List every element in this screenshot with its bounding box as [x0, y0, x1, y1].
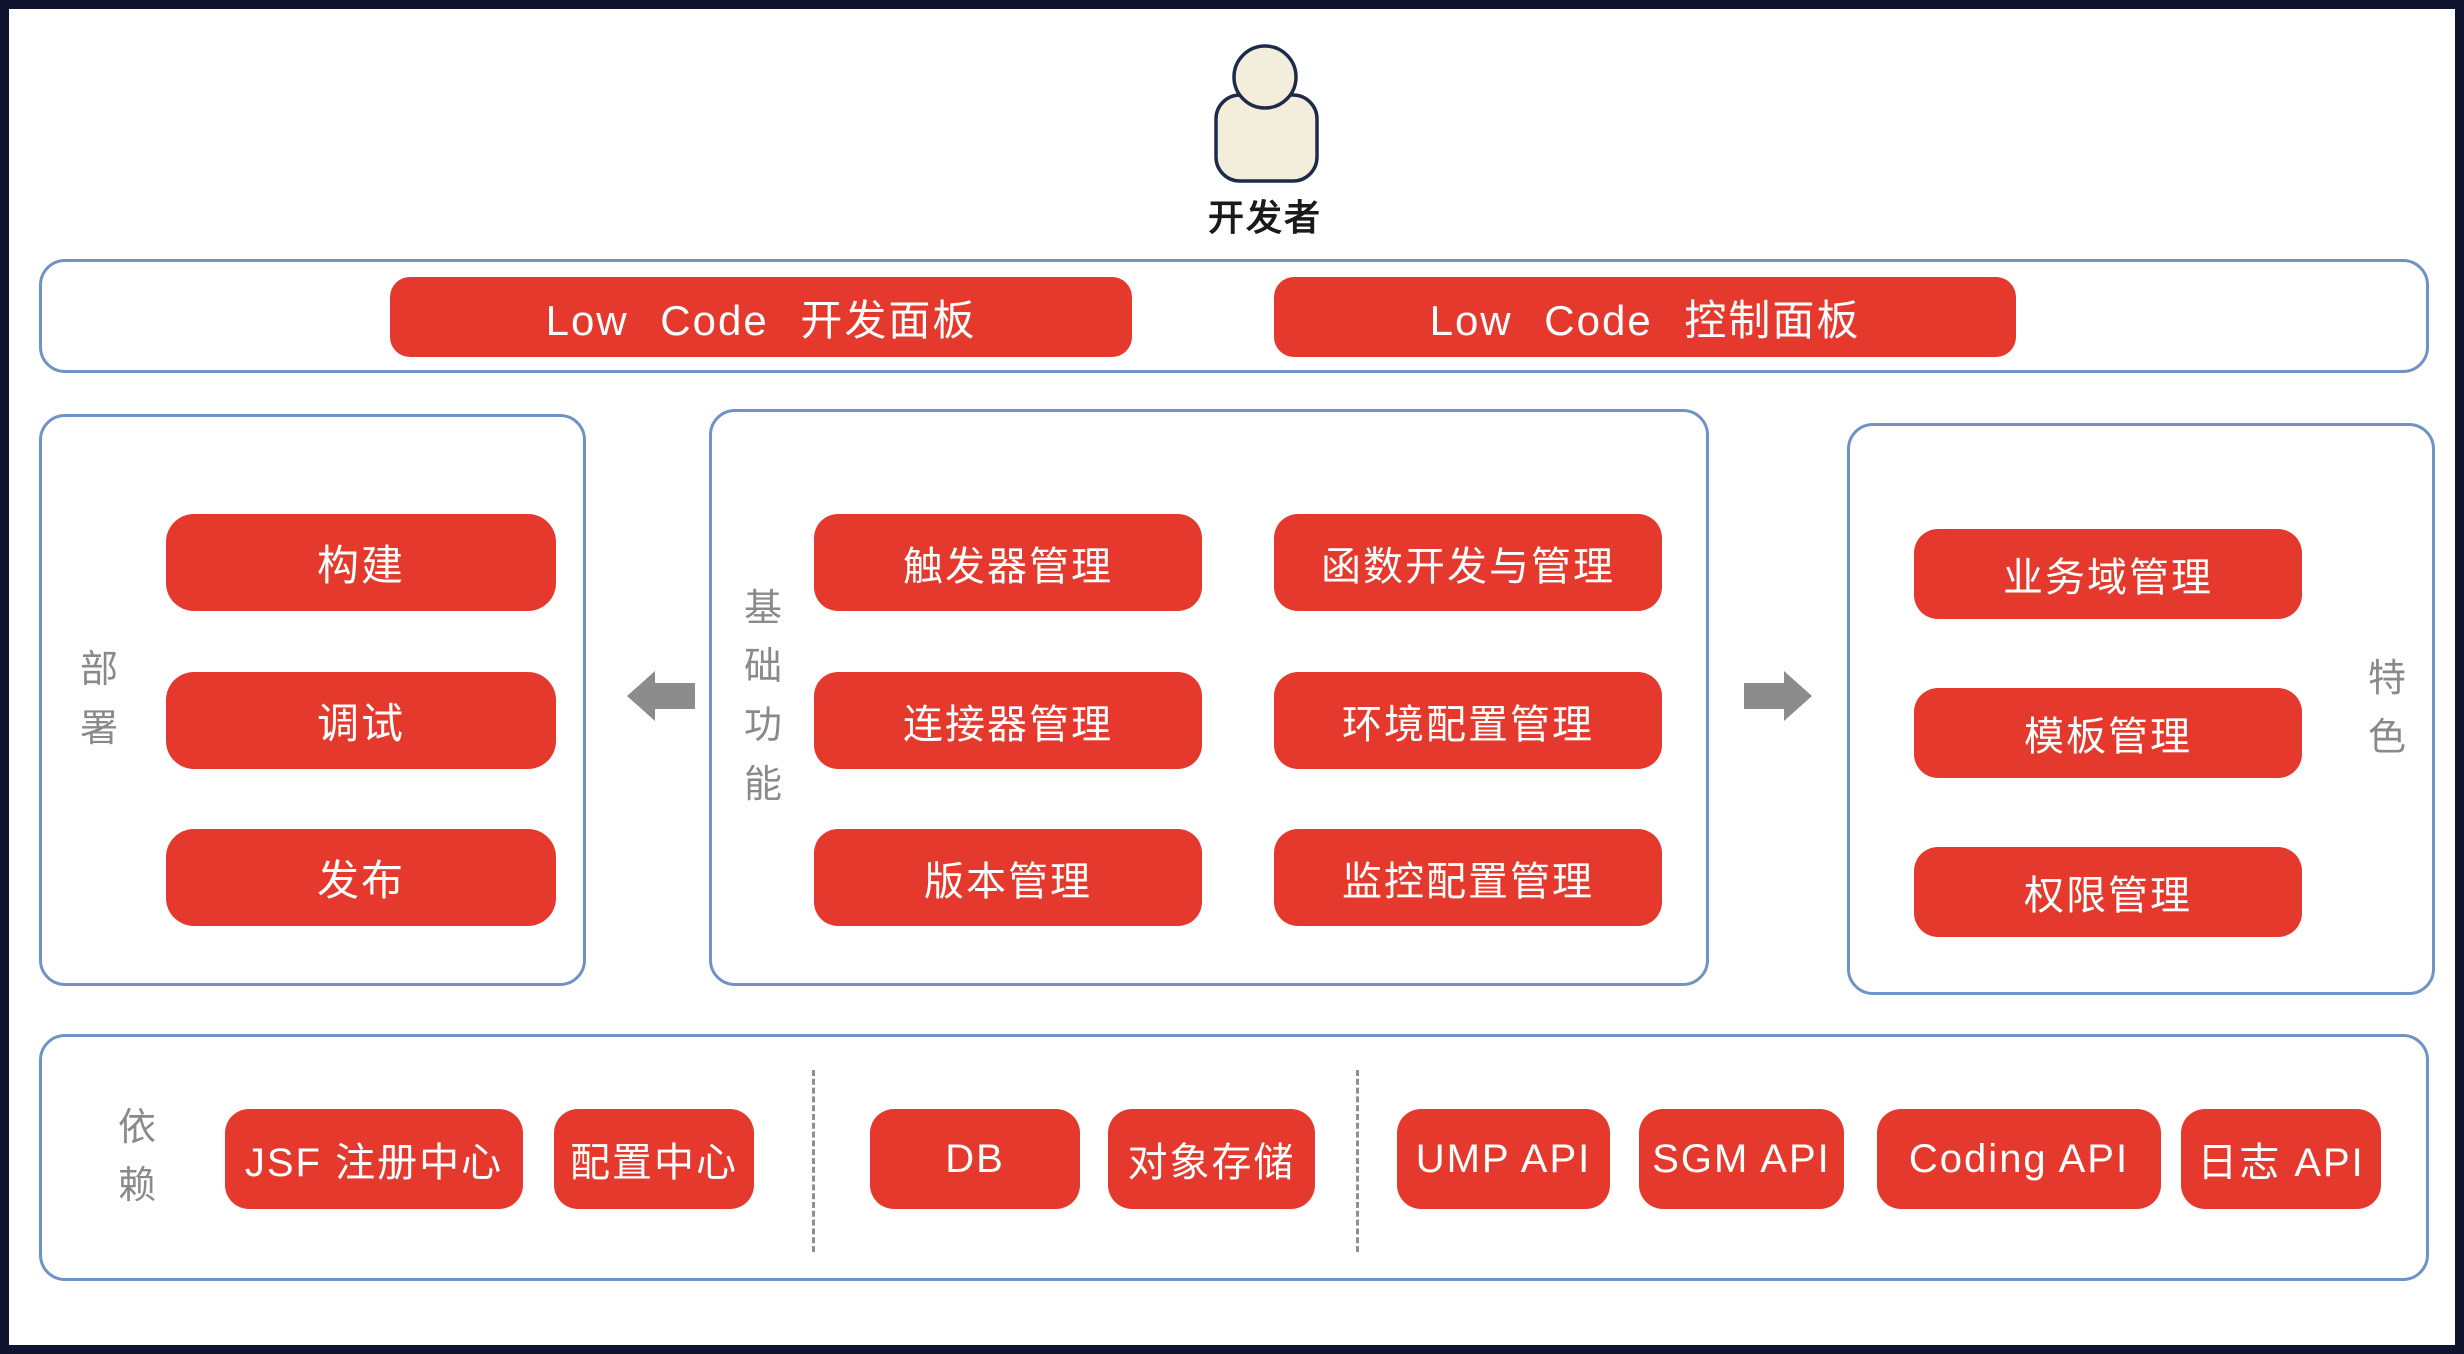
debug-block: 调试	[166, 672, 556, 769]
actor-label: 开发者	[1207, 197, 1322, 238]
dependencies-panel: 依赖 JSF 注册中心 配置中心 DB 对象存储 UMP API SGM API…	[39, 1034, 2429, 1281]
trigger-mgmt-block: 触发器管理	[814, 514, 1202, 611]
coding-api-block: Coding API	[1877, 1109, 2161, 1209]
function-dev-mgmt-block: 函数开发与管理	[1274, 514, 1662, 611]
config-center-block: 配置中心	[554, 1109, 754, 1209]
arrow-right-icon	[1744, 671, 1812, 721]
dashed-divider	[812, 1070, 815, 1252]
arrow-left-icon	[627, 671, 695, 721]
env-config-mgmt-block: 环境配置管理	[1274, 672, 1662, 769]
object-storage-block: 对象存储	[1108, 1109, 1315, 1209]
feature-panel: 业务域管理 模板管理 权限管理 特色	[1847, 423, 2435, 995]
build-block: 构建	[166, 514, 556, 611]
monitor-config-mgmt-block: 监控配置管理	[1274, 829, 1662, 926]
top-panel-container: Low Code 开发面板 Low Code 控制面板	[39, 259, 2429, 373]
dependencies-panel-label: 依赖	[117, 1106, 156, 1208]
basic-functions-panel-label: 基础功能	[743, 587, 782, 807]
sgm-api-block: SGM API	[1639, 1109, 1844, 1209]
basic-functions-panel: 基础功能 触发器管理 函数开发与管理 连接器管理 环境配置管理 版本管理 监控配…	[709, 409, 1709, 986]
deploy-panel-label: 部署	[79, 649, 118, 750]
template-mgmt-block: 模板管理	[1914, 688, 2302, 778]
lowcode-dev-panel-block: Low Code 开发面板	[390, 277, 1132, 357]
lowcode-control-panel-block: Low Code 控制面板	[1274, 277, 2016, 357]
log-api-block: 日志 API	[2181, 1109, 2381, 1209]
person-icon	[1214, 44, 1319, 183]
ump-api-block: UMP API	[1397, 1109, 1610, 1209]
business-domain-mgmt-block: 业务域管理	[1914, 529, 2302, 619]
jsf-registry-block: JSF 注册中心	[225, 1109, 523, 1209]
permission-mgmt-block: 权限管理	[1914, 847, 2302, 937]
publish-block: 发布	[166, 829, 556, 926]
db-block: DB	[870, 1109, 1080, 1209]
feature-panel-label: 特色	[2367, 658, 2406, 759]
dashed-divider	[1356, 1070, 1359, 1252]
connector-mgmt-block: 连接器管理	[814, 672, 1202, 769]
deploy-panel: 部署 构建 调试 发布	[39, 414, 586, 986]
version-mgmt-block: 版本管理	[814, 829, 1202, 926]
